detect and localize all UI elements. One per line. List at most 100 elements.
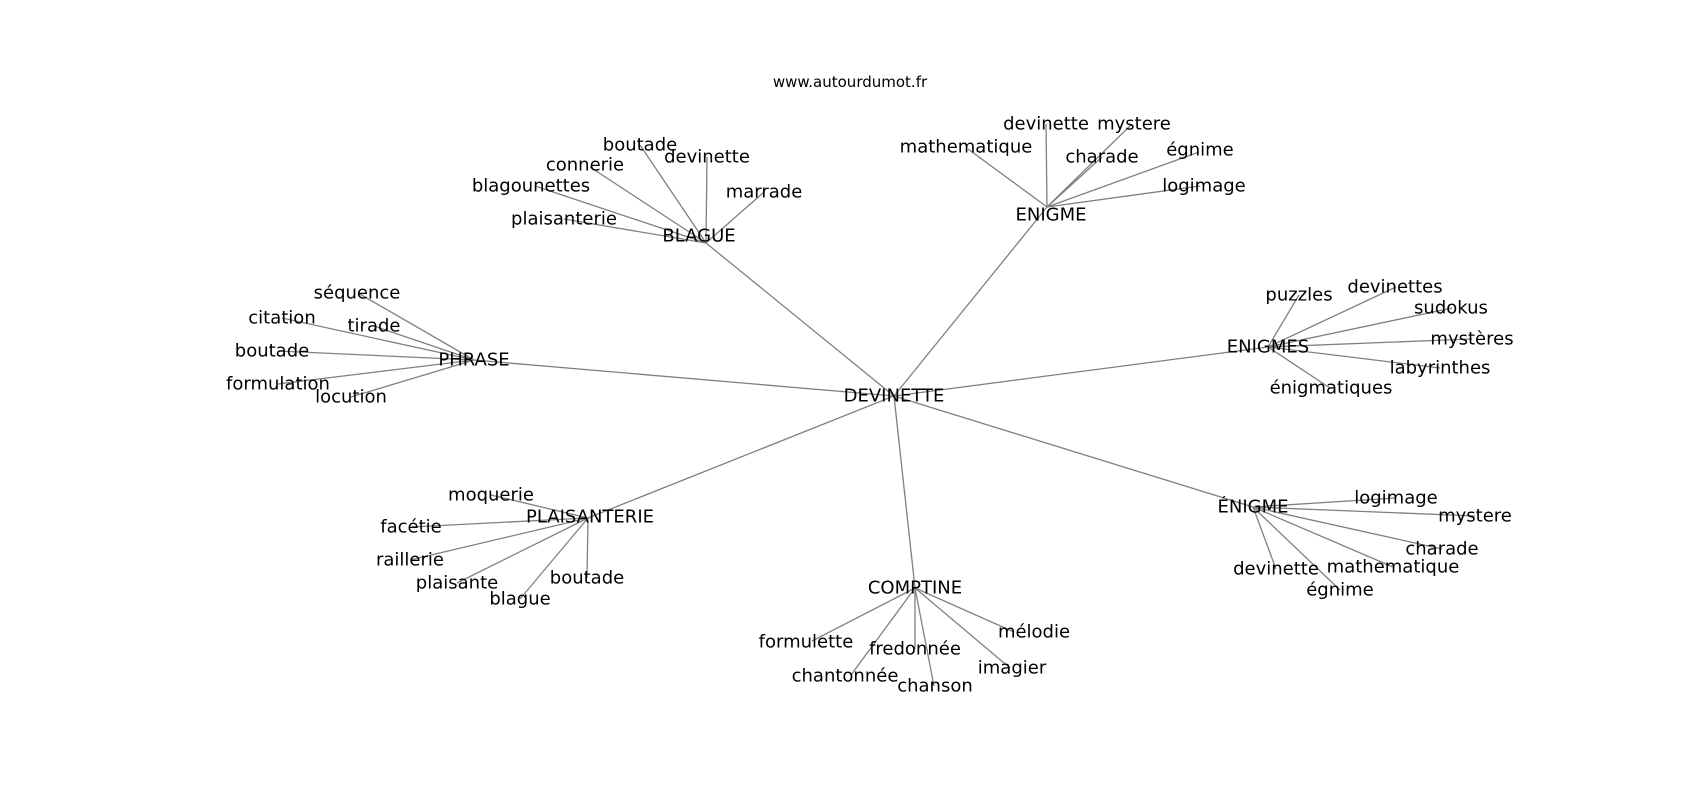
cluster-node-label: ÉNIGME	[1218, 496, 1289, 518]
edge-cluster-to-leaf	[1267, 294, 1300, 348]
edge-center-to-cluster	[893, 395, 1254, 508]
leaf-node-label: connerie	[546, 155, 624, 176]
edge-center-to-cluster	[893, 206, 1048, 397]
leaf-node-label: séquence	[314, 283, 401, 304]
leaf-node-label: boutade	[550, 568, 624, 589]
edge-cluster-to-leaf	[1267, 307, 1453, 348]
leaf-node-label: tirade	[348, 316, 401, 337]
leaf-node-label: citation	[248, 308, 315, 329]
edge-center-to-cluster	[893, 346, 1269, 397]
edge-cluster-to-leaf	[914, 587, 1015, 633]
edge-cluster-to-leaf	[1267, 338, 1473, 348]
edge-cluster-to-leaf	[1046, 156, 1103, 208]
edge-cluster-to-leaf	[350, 359, 475, 398]
cluster-node-label: PHRASE	[438, 350, 509, 371]
leaf-node-label: puzzles	[1265, 285, 1332, 306]
leaf-node-label: énigmatiques	[1270, 378, 1393, 399]
leaf-node-label: égnime	[1306, 580, 1374, 601]
edge-cluster-to-leaf	[1252, 497, 1397, 508]
edge-cluster-to-leaf	[534, 185, 707, 244]
edge-cluster-to-leaf	[811, 587, 916, 642]
edge-cluster-to-leaf	[1267, 346, 1331, 389]
edge-cluster-to-leaf	[373, 325, 475, 361]
cluster-node-label: COMPTINE	[868, 578, 962, 599]
site-url: www.autourdumot.fr	[773, 73, 928, 91]
leaf-node-label: labyrinthes	[1390, 358, 1491, 379]
leaf-node-label: chantonnée	[792, 666, 899, 687]
cluster-node-label: ENIGMES	[1227, 337, 1309, 358]
edge-cluster-to-leaf	[1046, 185, 1201, 208]
edge-cluster-to-leaf	[639, 144, 707, 244]
edge-cluster-to-leaf	[281, 317, 475, 361]
leaf-node-label: devinette	[1003, 114, 1089, 135]
edge-cluster-to-leaf	[410, 517, 589, 528]
edge-cluster-to-leaf	[589, 166, 707, 244]
edge-cluster-to-leaf	[1046, 151, 1200, 208]
edge-cluster-to-leaf	[705, 191, 765, 244]
edge-center-to-cluster	[473, 359, 895, 397]
edge-cluster-to-leaf	[967, 148, 1048, 208]
edge-cluster-to-leaf	[277, 359, 475, 385]
edge-cluster-to-leaf	[1252, 506, 1277, 570]
leaf-node-label: égnime	[1166, 140, 1234, 161]
edge-cluster-to-leaf	[1252, 506, 1443, 550]
leaf-node-label: plaisante	[416, 573, 498, 594]
edge-cluster-to-leaf	[1267, 346, 1441, 369]
leaf-node-label: logimage	[1354, 488, 1438, 509]
edge-cluster-to-leaf	[914, 587, 935, 687]
leaf-node-label: charade	[1065, 147, 1138, 168]
center-node-label: DEVINETTE	[844, 386, 945, 407]
leaf-node-label: mystere	[1438, 506, 1512, 527]
leaf-node-label: raillerie	[376, 550, 444, 571]
edge-cluster-to-leaf	[1045, 123, 1048, 208]
leaf-node-label: formulette	[759, 632, 854, 653]
leaf-node-label: mathematique	[900, 137, 1033, 158]
leaf-node-label: chanson	[897, 676, 973, 697]
leaf-node-label: sudokus	[1414, 298, 1488, 319]
edge-cluster-to-leaf	[586, 517, 589, 579]
leaf-node-label: boutade	[603, 135, 677, 156]
leaf-node-label: mélodie	[998, 622, 1070, 643]
leaf-node-label: facétie	[380, 517, 441, 538]
edge-cluster-to-leaf	[850, 587, 916, 676]
edge-cluster-to-leaf	[519, 517, 589, 600]
edge-cluster-to-leaf	[490, 494, 589, 519]
leaf-node-label: logimage	[1162, 176, 1246, 197]
edge-cluster-to-leaf	[1046, 123, 1133, 208]
leaf-node-label: charade	[1405, 539, 1478, 560]
graph-labels: www.autourdumot.fr DEVINETTE BLAGUE bouta…	[226, 73, 1514, 697]
leaf-node-label: blagounettes	[472, 176, 590, 197]
edge-cluster-to-leaf	[563, 218, 707, 244]
edge-cluster-to-leaf	[705, 156, 708, 244]
leaf-node-label: mystere	[1097, 114, 1171, 135]
leaf-node-label: plaisanterie	[511, 209, 617, 230]
leaf-node-label: mathematique	[1327, 557, 1460, 578]
edge-center-to-cluster	[893, 395, 916, 589]
cluster-node-label: ENIGME	[1016, 205, 1087, 226]
leaf-node-label: fredonnée	[869, 639, 961, 660]
leaf-node-label: blague	[489, 589, 550, 610]
leaf-node-label: devinettes	[1347, 277, 1442, 298]
edge-cluster-to-leaf	[456, 517, 589, 584]
leaf-node-label: imagier	[978, 658, 1047, 679]
edge-cluster-to-leaf	[1267, 286, 1397, 348]
cluster-node-label: BLAGUE	[662, 226, 735, 247]
edge-center-to-cluster	[587, 395, 895, 519]
leaf-node-label: devinette	[664, 147, 750, 168]
cluster-node-label: PLAISANTERIE	[526, 507, 654, 528]
leaf-node-label: devinette	[1233, 559, 1319, 580]
edge-cluster-to-leaf	[357, 292, 475, 361]
leaf-node-label: boutade	[235, 341, 309, 362]
leaf-node-label: formulation	[226, 374, 330, 395]
edge-cluster-to-leaf	[409, 517, 589, 561]
graph-edges	[277, 123, 1476, 687]
leaf-node-label: mystères	[1430, 329, 1513, 350]
edge-cluster-to-leaf	[914, 587, 1011, 669]
edge-cluster-to-leaf	[1252, 506, 1394, 568]
leaf-node-label: moquerie	[448, 485, 534, 506]
edge-cluster-to-leaf	[1252, 506, 1341, 591]
edge-cluster-to-leaf	[277, 350, 475, 361]
edge-center-to-cluster	[705, 242, 895, 397]
leaf-node-label: locution	[315, 387, 387, 408]
edge-cluster-to-leaf	[1252, 506, 1476, 517]
